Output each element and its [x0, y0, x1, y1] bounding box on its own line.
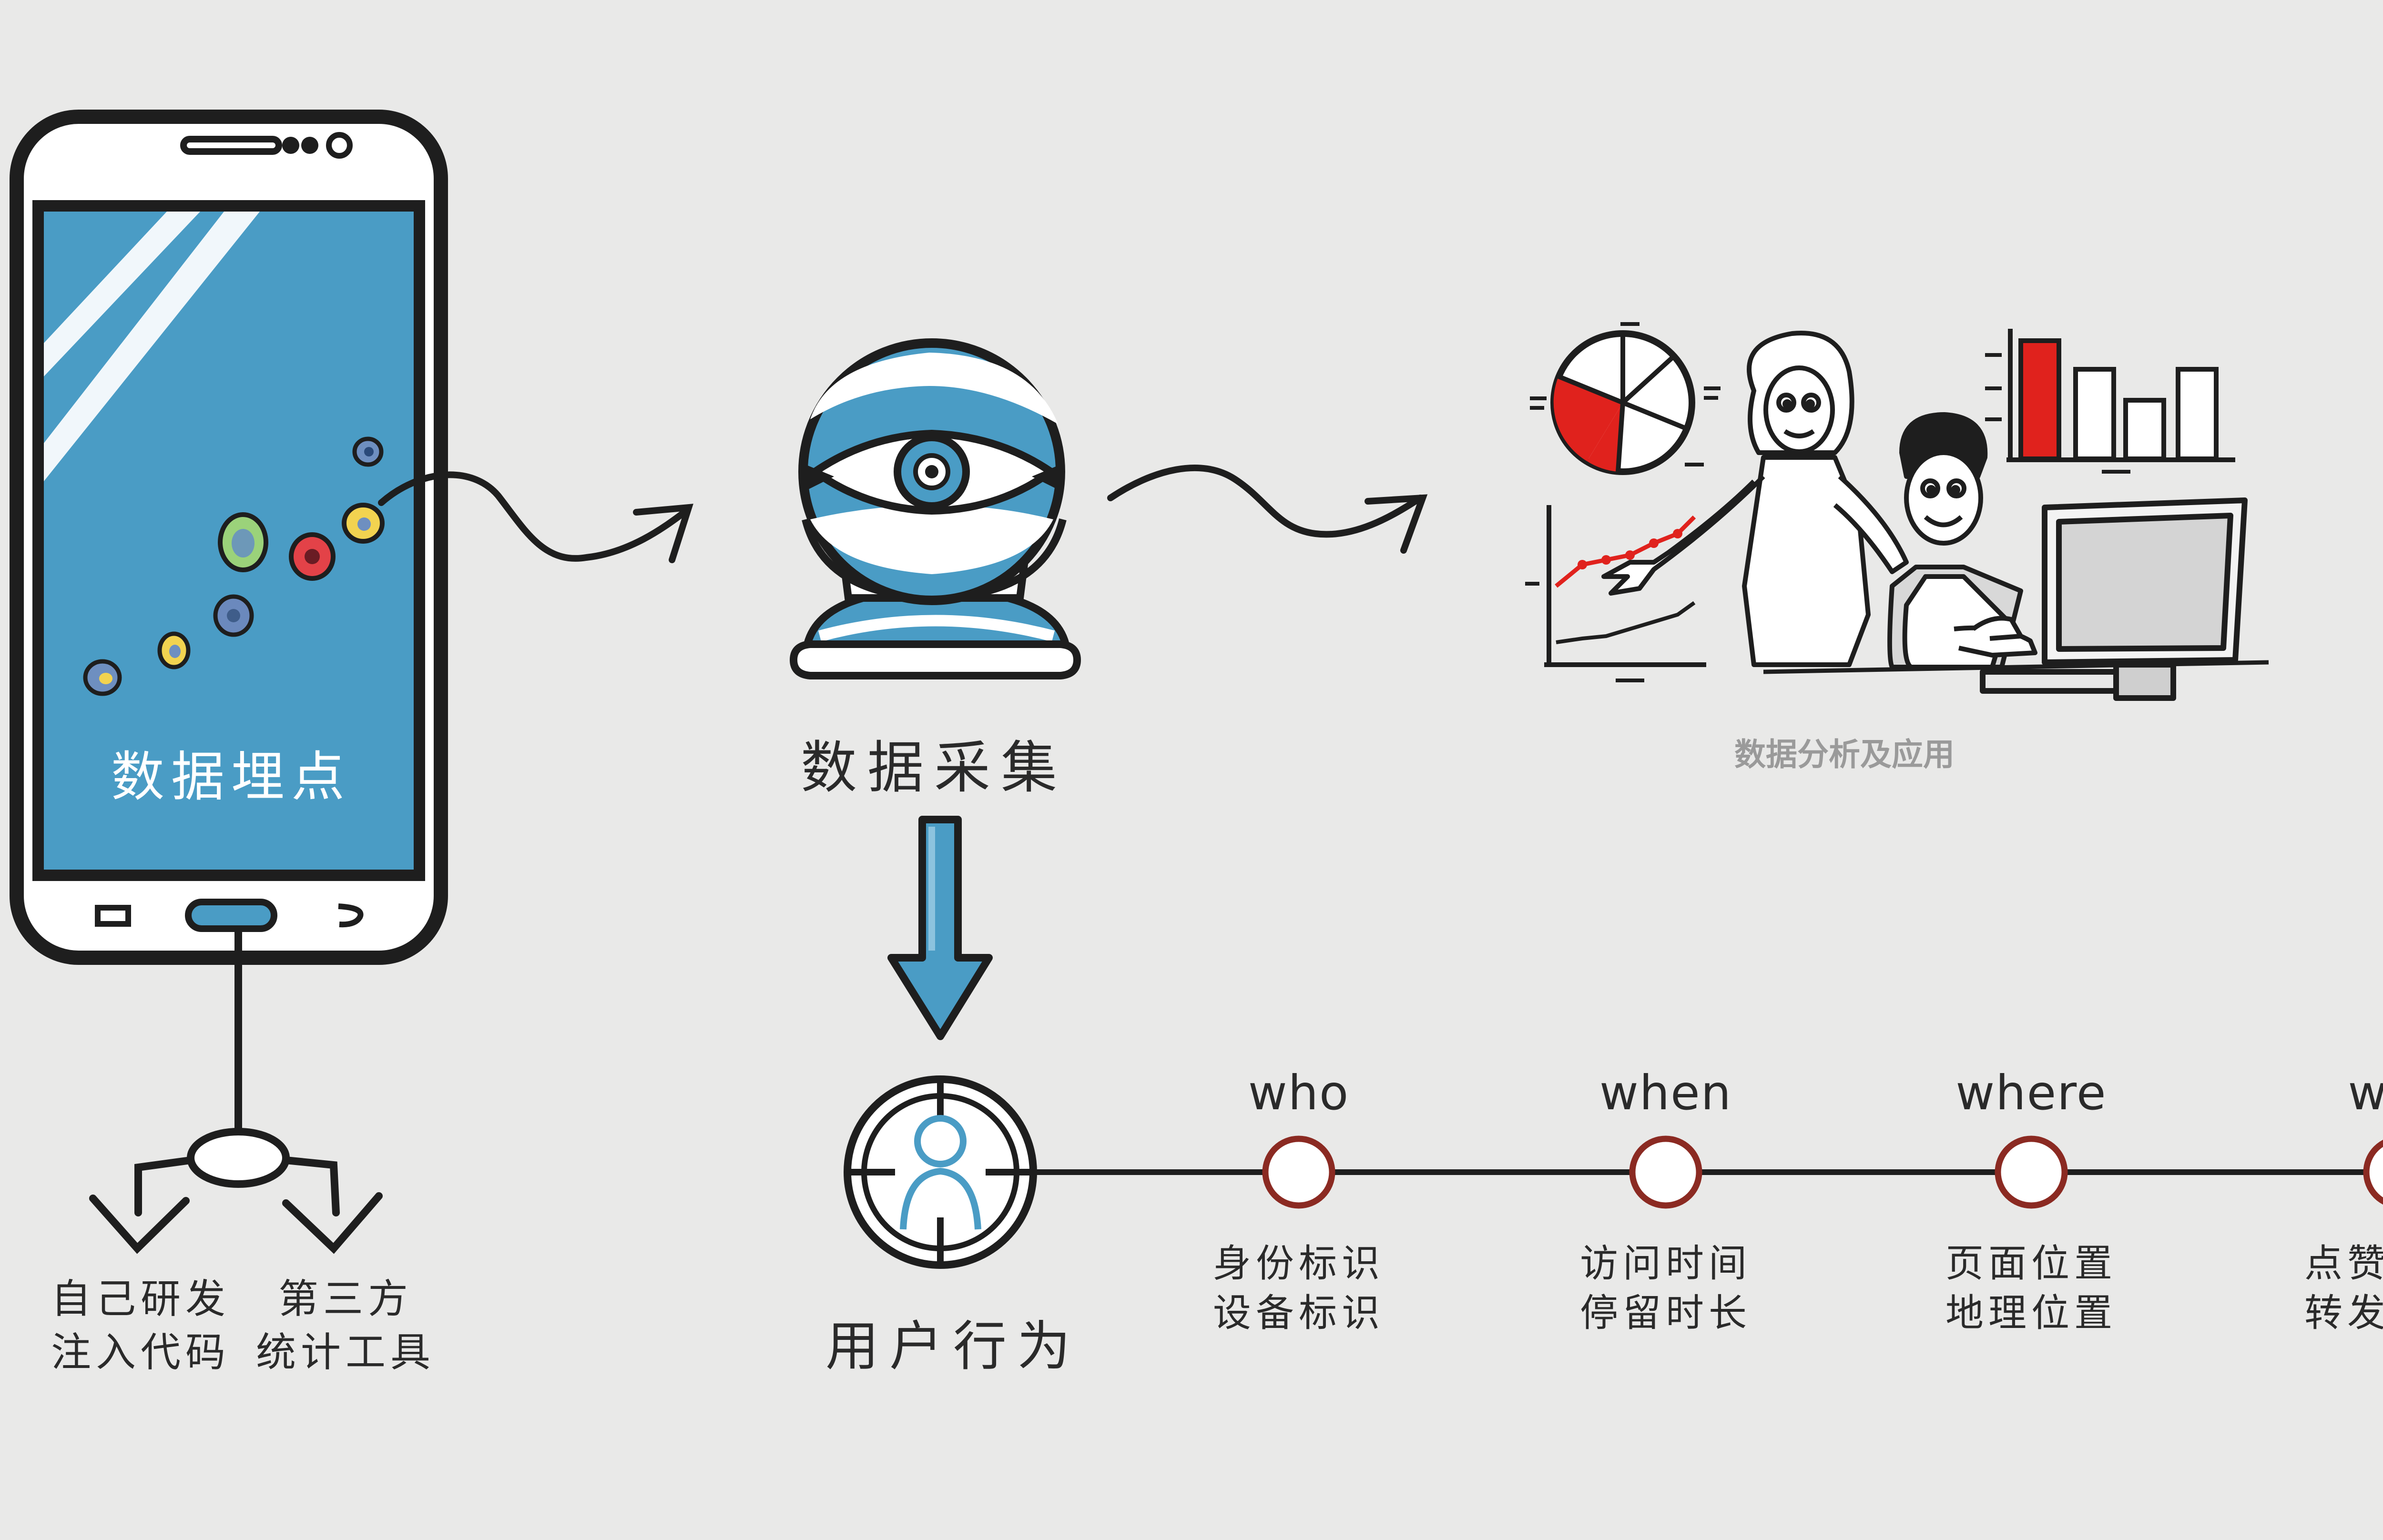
tracking-point [355, 439, 381, 465]
timeline-node-who [1265, 1139, 1332, 1206]
desc-line: 身份标识 [1180, 1239, 1418, 1288]
collection-label: 数据采集 [786, 722, 1082, 803]
timeline-node-what [2366, 1139, 2383, 1206]
data-analysis-illustration [1525, 324, 2269, 698]
desc-line: 设备标识 [1180, 1288, 1418, 1338]
tracking-point [291, 535, 333, 578]
desc-line: 转发、评论 [2304, 1288, 2383, 1338]
methods-connector-icon [93, 1132, 379, 1248]
method-third-party: 第三方 统计工具 [238, 1272, 453, 1379]
method-line: 注入代码 [26, 1326, 255, 1379]
desc-line: 地理位置 [1912, 1288, 2150, 1338]
tracking-point [344, 505, 382, 541]
tracking-point [220, 515, 266, 570]
timeline-node-where [1998, 1139, 2065, 1206]
desc-line: 访问时间 [1547, 1239, 1785, 1288]
method-self-developed: 自己研发 注入代码 [26, 1272, 255, 1379]
analysis-label: 数据分析及应用 [1697, 729, 1992, 775]
pie-chart-icon [1530, 324, 1721, 472]
arrow-collection-to-analysis-icon [1110, 468, 1423, 550]
timeline-desc-where: 页面位置 地理位置 [1912, 1239, 2150, 1338]
timeline-title-where: where [1936, 1065, 2127, 1121]
tracking-point [160, 634, 188, 667]
timeline [1029, 1139, 2383, 1206]
bar-chart-icon [1985, 329, 2235, 472]
user-behavior-label: 用户行为 [810, 1303, 1096, 1380]
desc-line: 页面位置 [1912, 1239, 2150, 1288]
timeline-desc-what: 点赞、收藏 转发、评论 [2304, 1239, 2383, 1338]
tracking-point [215, 597, 252, 635]
desc-line: 点赞、收藏 [2304, 1239, 2383, 1288]
method-line: 第三方 [238, 1272, 453, 1326]
timeline-title-when: when [1570, 1065, 1761, 1121]
method-line: 统计工具 [238, 1326, 453, 1379]
analyst-figure [1890, 415, 2035, 667]
timeline-title-who: who [1203, 1065, 1394, 1121]
timeline-node-when [1632, 1139, 1699, 1206]
tracking-point [85, 661, 120, 694]
timeline-title-what: what [2302, 1065, 2383, 1121]
webcam-icon [794, 343, 1077, 676]
down-arrow-icon [891, 820, 989, 1036]
timeline-desc-who: 身份标识 设备标识 [1180, 1239, 1418, 1338]
phone-screen-label: 数据埋点 [81, 734, 381, 811]
desc-line: 停留时长 [1547, 1288, 1785, 1338]
method-line: 自己研发 [26, 1272, 255, 1326]
user-target-icon [847, 1079, 1033, 1265]
timeline-desc-when: 访问时间 停留时长 [1547, 1239, 1785, 1338]
